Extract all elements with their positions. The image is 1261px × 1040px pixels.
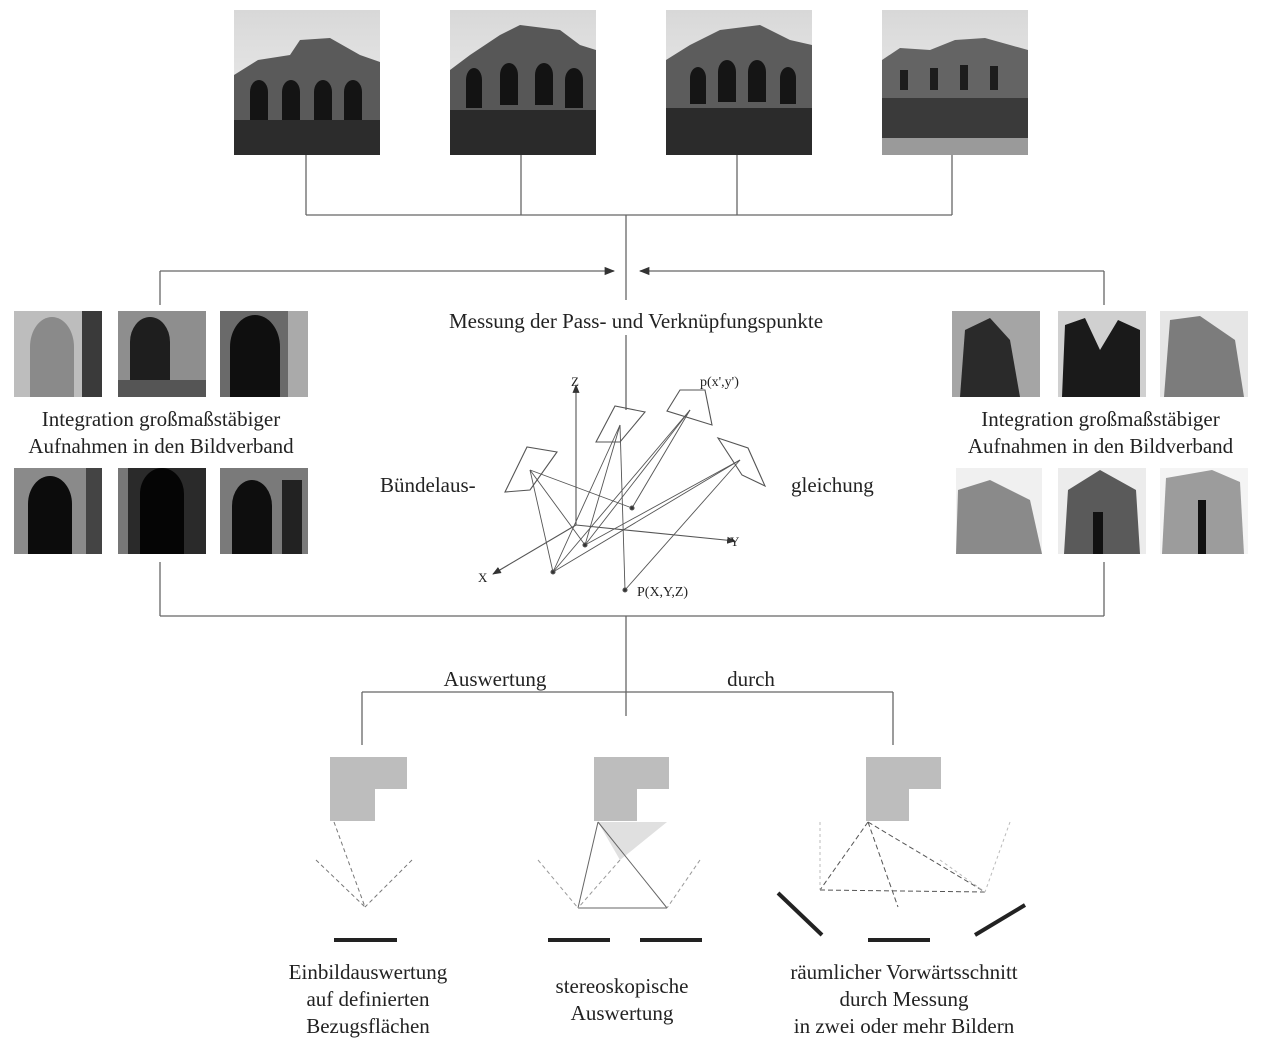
right-photo-4 (956, 468, 1042, 554)
method-1-label: Einbildauswertung auf definierten Bezugs… (248, 959, 488, 1040)
right-photo-2 (1058, 311, 1146, 397)
method-1-line-3: Bezugsflächen (306, 1014, 430, 1038)
overview-photo-3 (666, 10, 812, 155)
x-axis (492, 524, 577, 575)
bundle-adjustment-sketch (492, 384, 767, 593)
middle-connectors (159, 335, 1105, 745)
overview-photo-4 (882, 10, 1028, 155)
integration-right-line-2: Aufnahmen in den Bildverband (967, 434, 1234, 458)
right-photo-6 (1160, 468, 1248, 554)
camera-icon (330, 757, 407, 821)
axis-x-label: X (478, 570, 488, 585)
integration-left-line-2: Aufnahmen in den Bildverband (28, 434, 294, 458)
method-2-line-1: stereoskopische (555, 974, 689, 998)
method-sketch-2 (537, 757, 702, 942)
method-3-label: räumlicher Vorwärtsschnitt durch Messung… (744, 959, 1064, 1040)
overview-photo-row (234, 10, 1028, 155)
right-photo-5 (1058, 468, 1146, 554)
integration-label-right: Integration großmaßstäbiger Aufnahmen in… (940, 406, 1261, 460)
object-point-label: P(X,Y,Z) (637, 585, 688, 600)
method-2-line-2: Auswertung (570, 1001, 674, 1025)
right-detail-photos (952, 311, 1248, 554)
left-detail-photos (14, 311, 308, 554)
left-photo-6 (220, 468, 308, 554)
measurement-label: Messung der Pass- und Verknüpfungspunkte (449, 309, 823, 333)
integration-right-line-1: Integration großmaßstäbiger (981, 407, 1220, 431)
camera-icon (594, 757, 669, 821)
method-3-line-2: durch Messung (839, 987, 969, 1011)
left-photo-3 (220, 311, 308, 397)
left-photo-1 (14, 311, 102, 397)
overview-photo-1 (234, 10, 380, 155)
axis-z-label: Z (571, 374, 579, 389)
left-photo-4 (14, 468, 102, 554)
bundle-label-left: Bündelaus- (380, 473, 476, 497)
image-point-label: p(x',y') (700, 375, 739, 390)
method-3-line-1: räumlicher Vorwärtsschnitt (790, 960, 1018, 984)
method-1-line-2: auf definierten (306, 987, 430, 1011)
method-1-line-1: Einbildauswertung (288, 960, 448, 984)
bundle-label-right: gleichung (791, 473, 874, 497)
method-sketch-3 (776, 757, 1027, 942)
y-axis (575, 524, 736, 544)
overview-photo-2 (450, 10, 596, 155)
method-sketch-1 (315, 757, 413, 942)
evaluation-label-left: Auswertung (444, 667, 547, 691)
left-photo-5 (118, 468, 206, 554)
camera-frame-4 (716, 436, 767, 488)
axis-y-label: Y (730, 534, 740, 549)
method-2-label: stereoskopische Auswertung (502, 973, 742, 1027)
integration-label-left: Integration großmaßstäbiger Aufnahmen in… (0, 406, 322, 460)
top-connectors (159, 155, 1105, 305)
right-photo-3 (1160, 311, 1248, 397)
integration-left-line-1: Integration großmaßstäbiger (41, 407, 281, 431)
camera-icon (866, 757, 941, 821)
camera-frame-3 (666, 389, 713, 426)
left-photo-2 (118, 311, 206, 397)
camera-frame-1 (504, 446, 558, 493)
method-3-line-3: in zwei oder mehr Bildern (793, 1014, 1015, 1038)
right-photo-1 (952, 311, 1040, 397)
evaluation-label-right: durch (727, 667, 775, 691)
